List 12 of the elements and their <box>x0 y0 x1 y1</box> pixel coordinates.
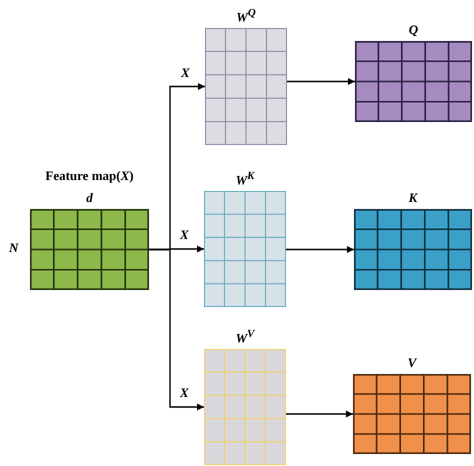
matrix-heading: W$^{V}$ <box>236 326 254 347</box>
matrix-heading: V <box>408 354 416 372</box>
matrix-heading: W$^{K}$ <box>236 168 254 189</box>
arrow <box>149 248 204 410</box>
matrix-heading: Feature map(X) <box>45 167 134 185</box>
arrow <box>286 410 353 418</box>
arrow <box>287 78 355 85</box>
arrow <box>286 246 354 253</box>
dimension-label: d <box>86 189 93 207</box>
matrix-heading: W$^{Q}$ <box>236 6 256 26</box>
matrix-heading: Q <box>408 21 418 39</box>
matrix-heading: K <box>408 189 418 207</box>
